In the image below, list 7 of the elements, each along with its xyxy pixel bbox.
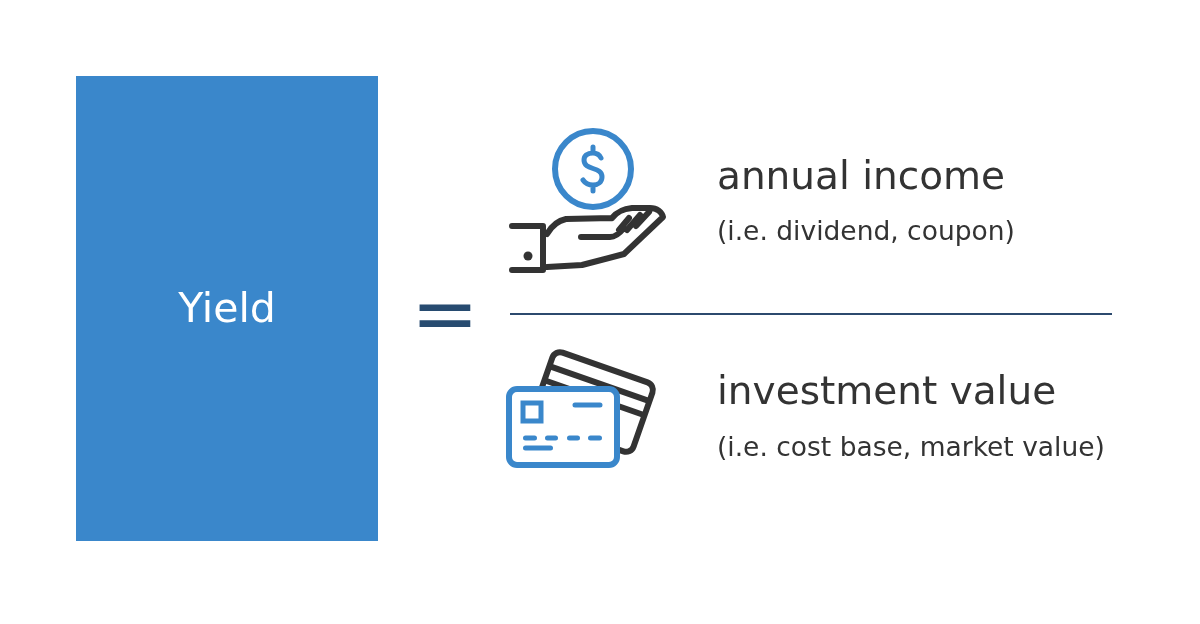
denominator-note: (i.e. cost base, market value) bbox=[717, 431, 1105, 463]
formula-term-box bbox=[76, 76, 378, 541]
numerator-note: (i.e. dividend, coupon) bbox=[717, 215, 1015, 247]
denominator-label: investment value bbox=[717, 368, 1057, 415]
numerator-label: annual income bbox=[717, 153, 1006, 200]
equals-sign: = bbox=[411, 273, 479, 354]
node-label: Yield bbox=[178, 283, 276, 334]
